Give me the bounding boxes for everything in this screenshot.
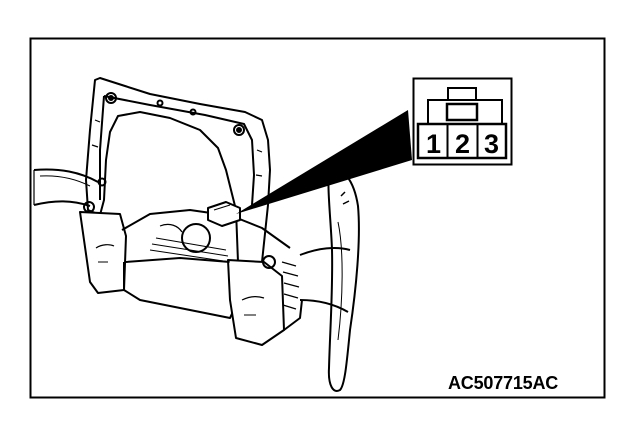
callout-leader: [236, 110, 412, 214]
connector-inset: 1 2 3: [412, 77, 513, 166]
connector-pin-3-label: 3: [484, 129, 499, 159]
connector-pin-1-label: 1: [426, 129, 441, 159]
figure-code-label: AC507715AC: [448, 373, 559, 393]
steering-spoke: [33, 168, 99, 207]
paddle-shifter: [299, 168, 360, 392]
figure-border: [29, 37, 606, 399]
connector-pin-2-label: 2: [455, 129, 470, 159]
switch-bracket: [85, 77, 271, 271]
switch-body: [79, 201, 303, 346]
